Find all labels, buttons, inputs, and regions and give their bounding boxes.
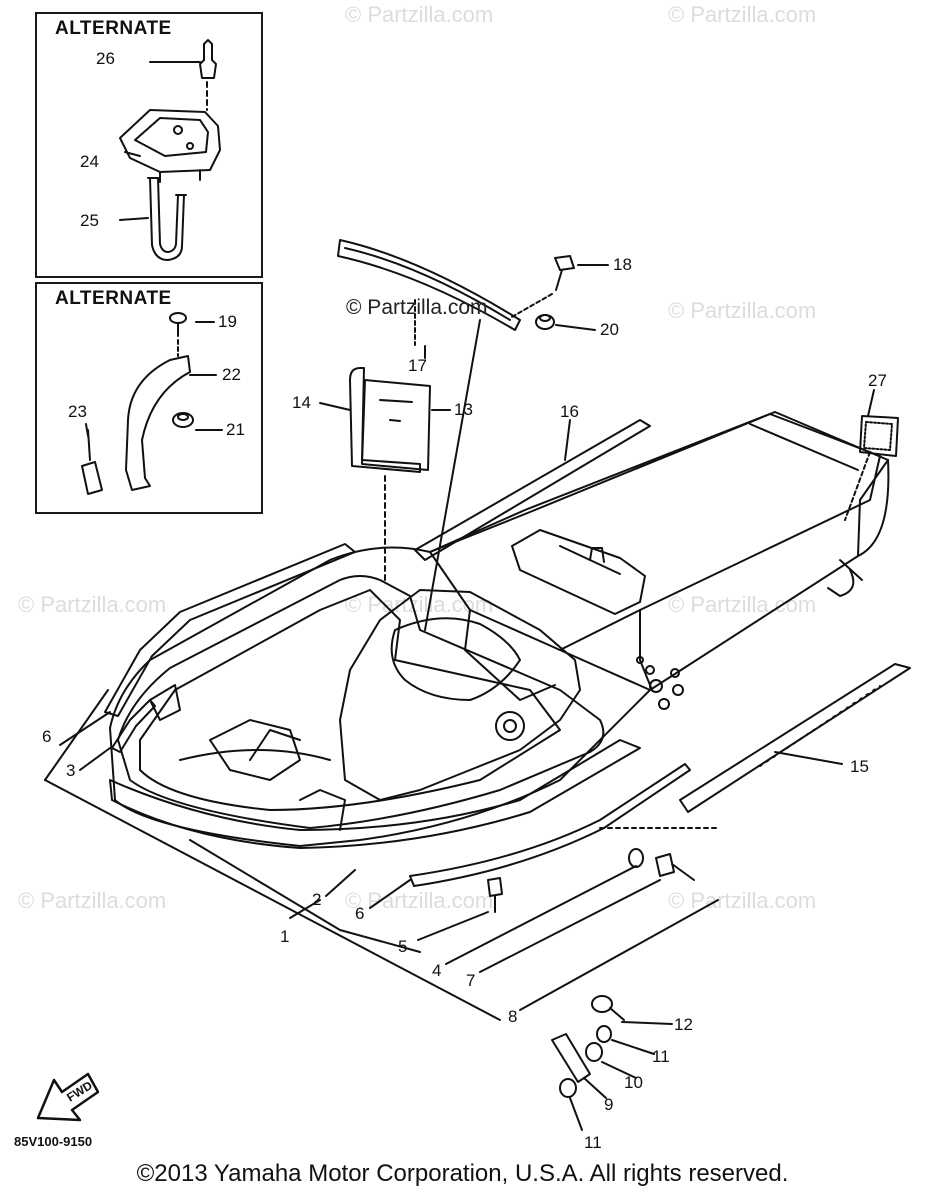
part-21-nut: [172, 412, 194, 428]
callout-5: 5: [398, 937, 408, 956]
callout-4: 4: [432, 961, 442, 980]
part-18-bolt: [509, 255, 575, 319]
watermark: © Partzilla.com: [668, 2, 817, 27]
callout-1: 1: [280, 927, 290, 946]
part-22-grab-bar: [125, 355, 191, 491]
watermark: © Partzilla.com: [18, 888, 167, 913]
callout-20: 20: [600, 320, 619, 339]
callout-18: 18: [613, 255, 632, 274]
callout-11: 11: [652, 1047, 670, 1066]
callout-22: 22: [222, 365, 241, 384]
copyright-notice: ©2013 Yamaha Motor Corporation, U.S.A. A…: [136, 1160, 789, 1187]
callout-23: 23: [68, 402, 87, 421]
part-1-hull: [109, 411, 890, 847]
diagram-code: 85V100-9150: [14, 1134, 93, 1149]
alternate-title: ALTERNATE: [55, 18, 172, 39]
callout-12: 12: [674, 1015, 693, 1034]
callout-2: 2: [312, 890, 322, 909]
callout-10: 10: [624, 1073, 643, 1092]
part-17-seat-top: [337, 239, 521, 331]
callout-7: 7: [466, 971, 476, 990]
part-25-u-bolt: [147, 177, 187, 261]
part-16-side-strip: [414, 419, 651, 561]
callout-3: 3: [66, 761, 76, 780]
part-7-pin: [655, 853, 695, 881]
part-20-nut: [535, 314, 555, 330]
fwd-arrow: FWD: [36, 1072, 100, 1122]
part-12-bolt: [591, 995, 625, 1021]
part-14-handle: [349, 367, 421, 473]
watermark: © Partzilla.com: [668, 888, 817, 913]
part-2-lower-rail: [109, 739, 641, 849]
part-5-rivet: [487, 877, 503, 913]
callout-27: 27: [868, 371, 887, 390]
callout-6: 6: [42, 727, 52, 746]
part-10-spacer: [585, 1042, 603, 1062]
part-6-rub-rail-front: [409, 763, 691, 887]
part-13-plate: [361, 379, 431, 471]
callout-17: 17: [408, 356, 427, 375]
callout-15: 15: [850, 757, 869, 776]
part-26-pin: [199, 39, 217, 111]
part-11-washer: [559, 1078, 577, 1098]
part-11-washer: [596, 1025, 612, 1043]
callout-21: 21: [226, 420, 245, 439]
part-23-pad: [81, 429, 103, 495]
alternate-title: ALTERNATE: [55, 288, 172, 309]
callout-26: 26: [96, 49, 115, 68]
watermark: © Partzilla.com: [345, 592, 494, 617]
alternate-box-bracket: ALTERNATE: [35, 12, 263, 278]
part-3-rub-rail: [111, 699, 156, 753]
callout-19: 19: [218, 312, 237, 331]
watermark: © Partzilla.com: [668, 298, 817, 323]
watermark: © Partzilla.com: [668, 592, 817, 617]
part-27-reflector: [859, 415, 899, 457]
part-9-bracket: [551, 1033, 591, 1083]
callout-25: 25: [80, 211, 99, 230]
callout-14: 14: [292, 393, 311, 412]
callout-6: 6: [355, 904, 365, 923]
watermark: © Partzilla.com: [18, 592, 167, 617]
callout-24: 24: [80, 152, 99, 171]
callout-9: 9: [604, 1095, 614, 1114]
part-19-bolt: [169, 312, 187, 357]
part-24-bracket: [119, 109, 221, 183]
alternate-box-grab-bar: ALTERNATE: [35, 282, 263, 514]
callout-8: 8: [508, 1007, 518, 1026]
watermark-center: © Partzilla.com: [346, 296, 488, 319]
part-4-washer: [628, 848, 644, 868]
watermark: © Partzilla.com: [345, 2, 494, 27]
part-6-rub-rail-left: [104, 543, 356, 717]
callout-16: 16: [560, 402, 579, 421]
callout-13: 13: [454, 400, 473, 419]
callout-11: 11: [584, 1133, 602, 1152]
part-15-side-strip: [679, 663, 911, 813]
